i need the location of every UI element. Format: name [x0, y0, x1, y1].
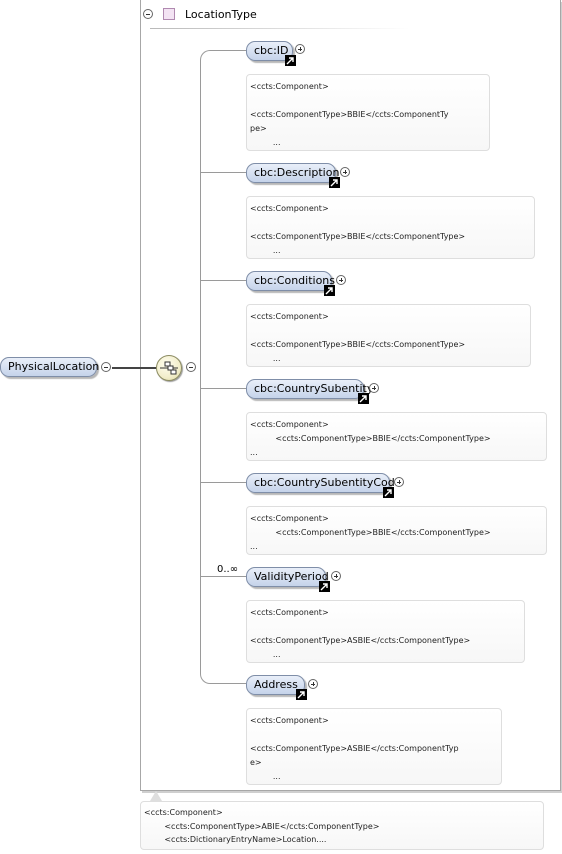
reference-arrow-icon [285, 55, 296, 66]
annotation-pointer [150, 791, 162, 801]
expand-icon[interactable] [369, 383, 379, 393]
expand-icon[interactable] [308, 679, 318, 689]
annotation-box: <ccts:Component> <ccts:ComponentType>ASB… [246, 600, 525, 663]
type-header-divider [150, 28, 410, 29]
element-validityperiod[interactable]: ValidityPeriod [246, 567, 329, 587]
collapse-root-icon[interactable] [101, 362, 111, 372]
branch-connector [200, 172, 246, 173]
reference-arrow-icon [296, 689, 307, 700]
annotation-box: <ccts:Component> <ccts:ComponentType>BBI… [246, 506, 547, 555]
collapse-type-icon[interactable] [143, 9, 153, 19]
expand-icon[interactable] [295, 44, 305, 54]
expand-icon[interactable] [336, 275, 346, 285]
element-cbc-countrysubentitycode[interactable]: cbc:CountrySubentityCode [246, 473, 402, 493]
branch-connector [200, 388, 246, 389]
expand-icon[interactable] [340, 167, 350, 177]
element-cbc-countrysubentity[interactable]: cbc:CountrySubentity [246, 379, 373, 399]
branch-connector [200, 482, 246, 483]
type-annotation-box: <ccts:Component> <ccts:ComponentType>ABI… [140, 801, 544, 850]
reference-arrow-icon [383, 487, 394, 498]
element-cbc-description[interactable]: cbc:Description [246, 163, 339, 183]
reference-arrow-icon [319, 581, 330, 592]
annotation-box: <ccts:Component> <ccts:ComponentType>BBI… [246, 412, 547, 461]
element-cbc-id[interactable]: cbc:ID [246, 41, 293, 61]
reference-arrow-icon [358, 393, 369, 404]
root-element-physicallocation[interactable]: PhysicalLocation [0, 357, 99, 377]
type-name: LocationType [185, 8, 257, 21]
expand-icon[interactable] [331, 571, 341, 581]
branch-connector [200, 280, 246, 281]
occurrence-label: 0..∞ [217, 564, 239, 575]
reference-arrow-icon [329, 177, 340, 188]
annotation-box: <ccts:Component> <ccts:ComponentType>ASB… [246, 708, 502, 785]
annotation-box: <ccts:Component> <ccts:ComponentType>BBI… [246, 304, 531, 367]
branch-connector [200, 576, 246, 577]
collapse-sequence-icon[interactable] [186, 362, 196, 372]
element-address[interactable]: Address [246, 675, 305, 695]
expand-icon[interactable] [394, 477, 404, 487]
complex-type-icon [163, 8, 175, 20]
reference-arrow-icon [324, 285, 335, 296]
root-connector [112, 367, 156, 369]
annotation-box: <ccts:Component> <ccts:ComponentType>BBI… [246, 74, 490, 151]
sequence-bracket [200, 50, 246, 684]
sequence-compositor-icon[interactable] [156, 355, 182, 381]
element-cbc-conditions[interactable]: cbc:Conditions [246, 271, 335, 291]
annotation-box: <ccts:Component> <ccts:ComponentType>BBI… [246, 196, 535, 259]
